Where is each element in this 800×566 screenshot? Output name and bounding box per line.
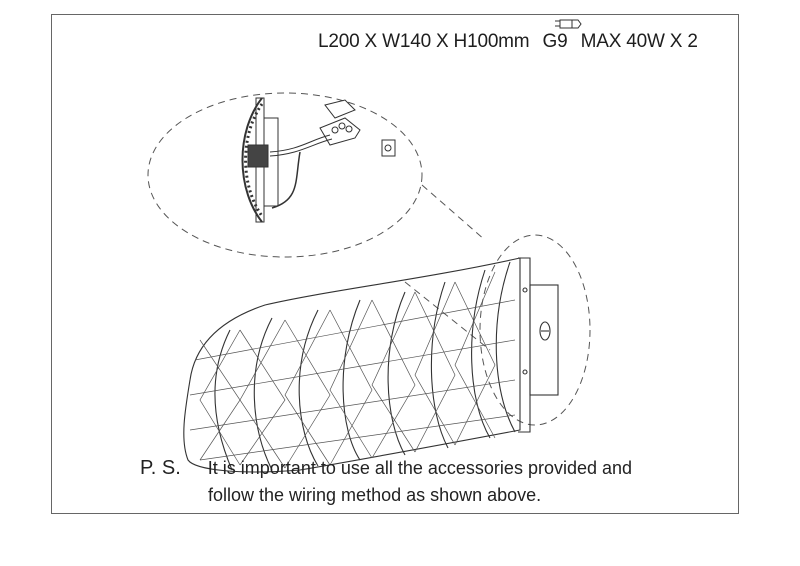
spec-line: L200 X W140 X H100mm G9 MAX 40W X 2 bbox=[318, 31, 706, 53]
bulb-type-text: G9 bbox=[542, 31, 568, 52]
detail-callout bbox=[147, 92, 423, 258]
power-text: MAX 40W X 2 bbox=[580, 31, 698, 52]
page-border bbox=[51, 14, 739, 514]
g9-bulb-icon bbox=[555, 19, 582, 29]
note-text-2: follow the wiring method as shown above. bbox=[208, 485, 542, 505]
mount-callout bbox=[479, 234, 591, 426]
note-line-1: P. S. It is important to use all the acc… bbox=[140, 457, 632, 480]
lamp-side-view bbox=[241, 97, 396, 223]
note-text-1: It is important to use all the accessori… bbox=[207, 458, 633, 478]
callout-leader bbox=[404, 184, 491, 351]
dimensions-text: L200 X W140 X H100mm bbox=[318, 31, 530, 52]
lamp-body bbox=[183, 257, 559, 473]
note-label: P. S. bbox=[140, 457, 181, 479]
